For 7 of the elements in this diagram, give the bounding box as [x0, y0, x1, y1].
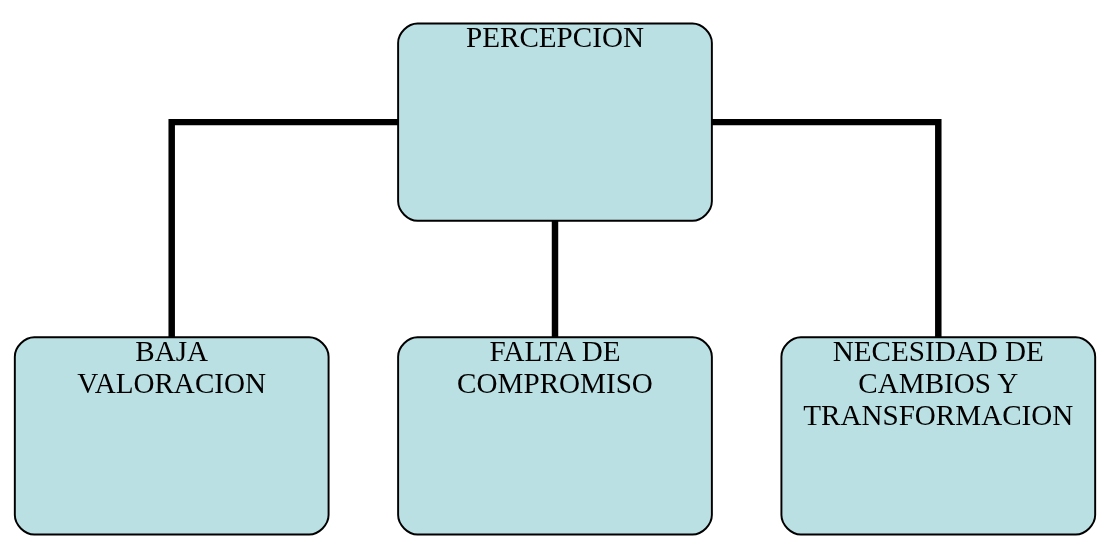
connector [168, 118, 398, 338]
node-box: PERCEPCION [397, 22, 713, 222]
node-box: NECESIDAD DE CAMBIOS Y TRANSFORMACION [780, 336, 1097, 536]
connector [712, 118, 942, 338]
node-box: FALTA DE COMPROMISO [397, 336, 713, 536]
connector [551, 220, 559, 337]
node-box: BAJA VALORACION [13, 336, 330, 536]
